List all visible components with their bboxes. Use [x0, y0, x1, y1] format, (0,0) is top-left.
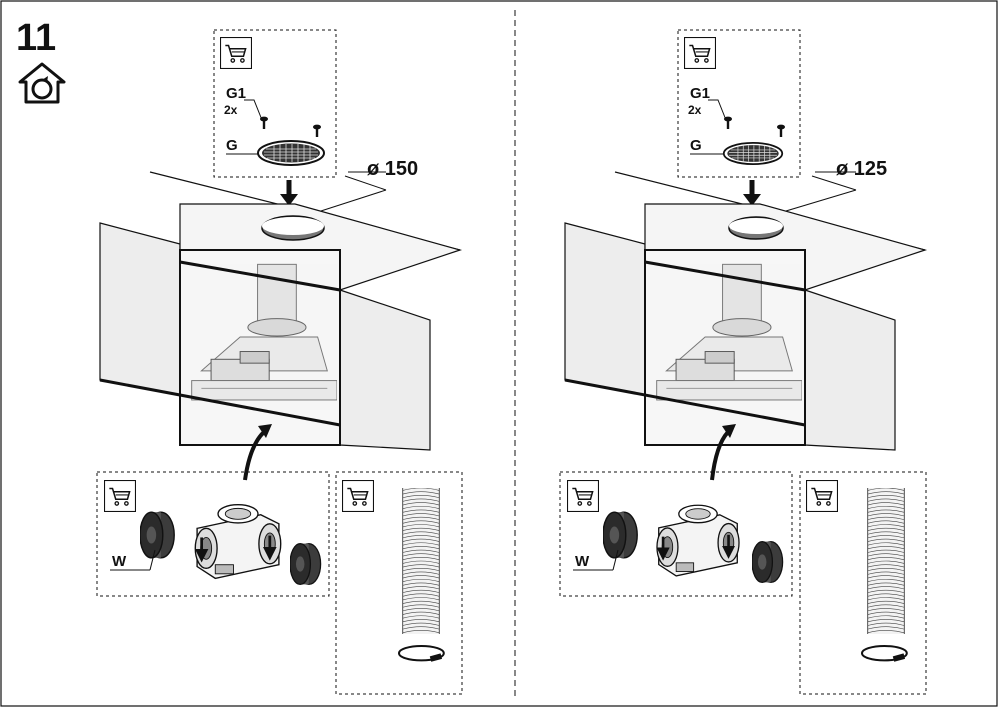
- filter-wheel-icon: [290, 542, 322, 586]
- screw-label: G1: [226, 85, 246, 102]
- flexible-hose-icon: [402, 488, 440, 634]
- screw-label: G1: [690, 85, 710, 102]
- diameter-label: ø 125: [836, 158, 887, 180]
- left-wall-cabinet: [99, 222, 181, 396]
- shopping-cart-icon: [220, 37, 252, 69]
- grille-accessory-box: [677, 29, 801, 178]
- left-wall-cabinet: [564, 222, 646, 396]
- house-recirculation-icon: [18, 62, 66, 104]
- shopping-cart-icon: [104, 480, 136, 512]
- flexible-hose-icon: [867, 488, 905, 634]
- wheel-label: W: [575, 553, 590, 570]
- motor-accessory-box: [559, 471, 793, 597]
- diameter-label: ø 150: [367, 158, 418, 180]
- left-panel: G1 2x G ø 150: [96, 29, 463, 695]
- grille-icon: [257, 140, 325, 166]
- shopping-cart-icon: [567, 480, 599, 512]
- down-arrow-icon: [743, 194, 761, 206]
- grille-accessory-box: [213, 29, 337, 178]
- grille-label: G: [690, 137, 702, 154]
- hose-accessory-box: [799, 471, 927, 695]
- shopping-cart-icon: [342, 480, 374, 512]
- step-number: 11: [16, 17, 56, 59]
- quantity-label: 2x: [224, 103, 238, 117]
- filter-wheel-icon: [140, 511, 175, 559]
- grille-icon: [722, 141, 784, 166]
- filter-wheel-icon: [752, 540, 784, 584]
- motor-accessory-box: [96, 471, 330, 597]
- shopping-cart-icon: [806, 480, 838, 512]
- filter-wheel-icon: [603, 511, 638, 559]
- wheel-label: W: [112, 553, 127, 570]
- shopping-cart-icon: [684, 37, 716, 69]
- quantity-label: 2x: [688, 103, 702, 117]
- hose-accessory-box: [335, 471, 463, 695]
- up-arrow-icon: [258, 424, 272, 438]
- grille-label: G: [226, 137, 238, 154]
- up-arrow-icon: [722, 424, 736, 438]
- down-arrow-icon: [280, 194, 298, 206]
- right-panel: G1 2x G ø 125 W: [559, 29, 928, 695]
